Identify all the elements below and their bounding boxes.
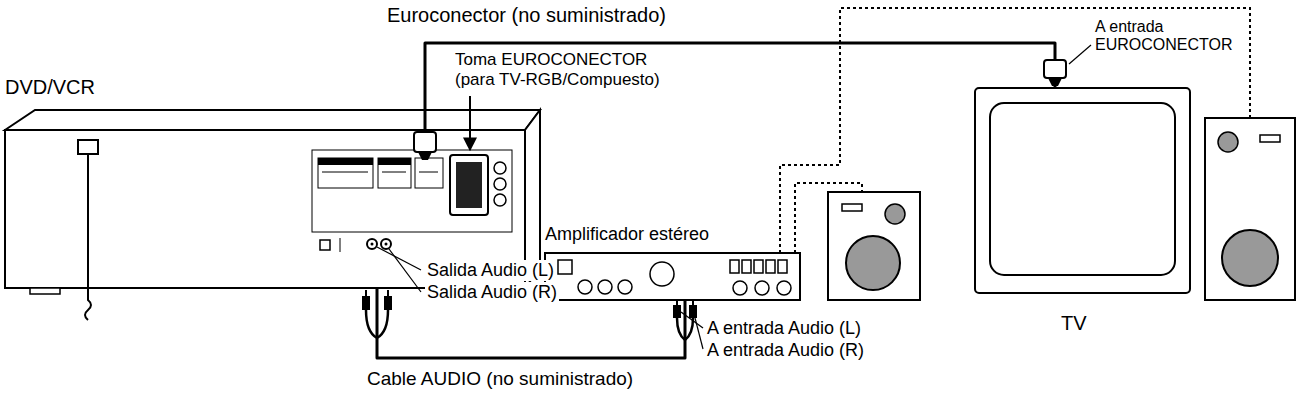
euroconnector-plug [1048, 78, 1062, 86]
audio-out-jack [367, 239, 377, 249]
audio-out-jack [385, 243, 388, 246]
heading-text: Amplificador estéreo [545, 224, 709, 245]
input-label: A entrada Audio (L) [707, 318, 861, 339]
tv-box: TV [975, 88, 1190, 293]
rear-panel [312, 150, 512, 232]
input-label: A entrada EUROCONECTOR [1095, 18, 1245, 55]
power-cord [85, 154, 91, 320]
stereo-amplifier [618, 280, 632, 294]
rca-plug [362, 296, 370, 310]
dvd-vcr-unit [5, 110, 540, 130]
leader-line [389, 249, 421, 292]
leader-line [695, 318, 703, 349]
speaker [1260, 135, 1280, 142]
rca-plug [677, 318, 685, 340]
stereo-amplifier [755, 281, 769, 295]
rear-panel [318, 158, 373, 188]
speaker [885, 204, 905, 224]
rca-plug [377, 310, 388, 338]
leader-line [377, 247, 421, 270]
amplifier-box: Amplificador estéreo [545, 253, 800, 300]
speaker [1218, 132, 1238, 152]
power-cord [78, 140, 98, 320]
rca-plug [384, 296, 392, 310]
euroconnector-plug [1044, 60, 1066, 78]
rca-plug [692, 300, 694, 305]
socket-label: Toma EUROCONECTOR (para TV-RGB/Compuesto… [455, 50, 670, 89]
rear-panel [320, 240, 330, 250]
leader-line [1069, 45, 1091, 64]
rear-panel [340, 238, 341, 252]
stereo-amplifier [754, 260, 763, 273]
tv-set [975, 88, 1190, 293]
rear-panel [318, 158, 373, 165]
euroconnector-plug [418, 152, 432, 160]
rear-panel [322, 172, 368, 173]
cable [425, 43, 1055, 130]
leader-arrow [470, 96, 471, 150]
tv-set [975, 88, 1190, 293]
stereo-amplifier [578, 280, 592, 294]
audio-out-jack [371, 243, 374, 246]
cable-label: Cable AUDIO (no suministrado) [365, 368, 635, 390]
euroconnector-socket [450, 155, 488, 215]
rca-plug [366, 310, 377, 338]
output-label: Salida Audio (L) [425, 260, 556, 281]
rca-plug [689, 305, 697, 318]
rear-panel [419, 172, 438, 173]
euroconnector-plug [414, 132, 436, 152]
rear-panel [378, 158, 411, 165]
rear-panel [378, 158, 411, 188]
heading-text: TV [1061, 312, 1087, 335]
rca-plug [365, 290, 367, 296]
stereo-amplifier [545, 253, 800, 300]
rca-plug [387, 290, 389, 296]
rca-plug [676, 300, 678, 305]
panel-jack [494, 162, 506, 206]
speaker [1222, 230, 1278, 286]
stereo-amplifier [742, 260, 751, 273]
output-label: Salida Audio (R) [425, 282, 559, 303]
speaker [842, 204, 862, 211]
euroconnector-socket [450, 155, 488, 215]
rca-plug [673, 305, 681, 318]
stereo-amplifier [730, 260, 739, 273]
stereo-amplifier [766, 260, 775, 273]
stereo-amplifier [650, 262, 674, 286]
stereo-amplifier [778, 260, 787, 273]
cable-label: Euroconector (no suministrado) [385, 4, 668, 27]
panel-jack [494, 162, 506, 174]
speaker [828, 192, 920, 300]
rca-plug [685, 318, 693, 340]
speaker [846, 236, 900, 290]
audio-out-jack [381, 239, 391, 249]
stereo-amplifier [733, 281, 747, 295]
rear-panel [312, 150, 512, 252]
tv-set [990, 103, 1175, 275]
power-cord [78, 140, 98, 154]
euroconnector-socket [456, 162, 482, 208]
speaker [1205, 118, 1295, 300]
stereo-amplifier [545, 253, 800, 300]
heading-text: DVD/VCR [5, 76, 95, 99]
rear-panel [382, 172, 406, 173]
dvd-vcr-unit [30, 288, 60, 294]
stereo-amplifier [558, 260, 572, 274]
input-label: A entrada Audio (R) [707, 340, 864, 361]
panel-jack [494, 178, 506, 190]
stereo-amplifier [777, 281, 791, 295]
stereo-amplifier [598, 280, 612, 294]
panel-jack [494, 194, 506, 206]
leader-arrow [469, 96, 471, 150]
rear-panel [415, 158, 443, 188]
